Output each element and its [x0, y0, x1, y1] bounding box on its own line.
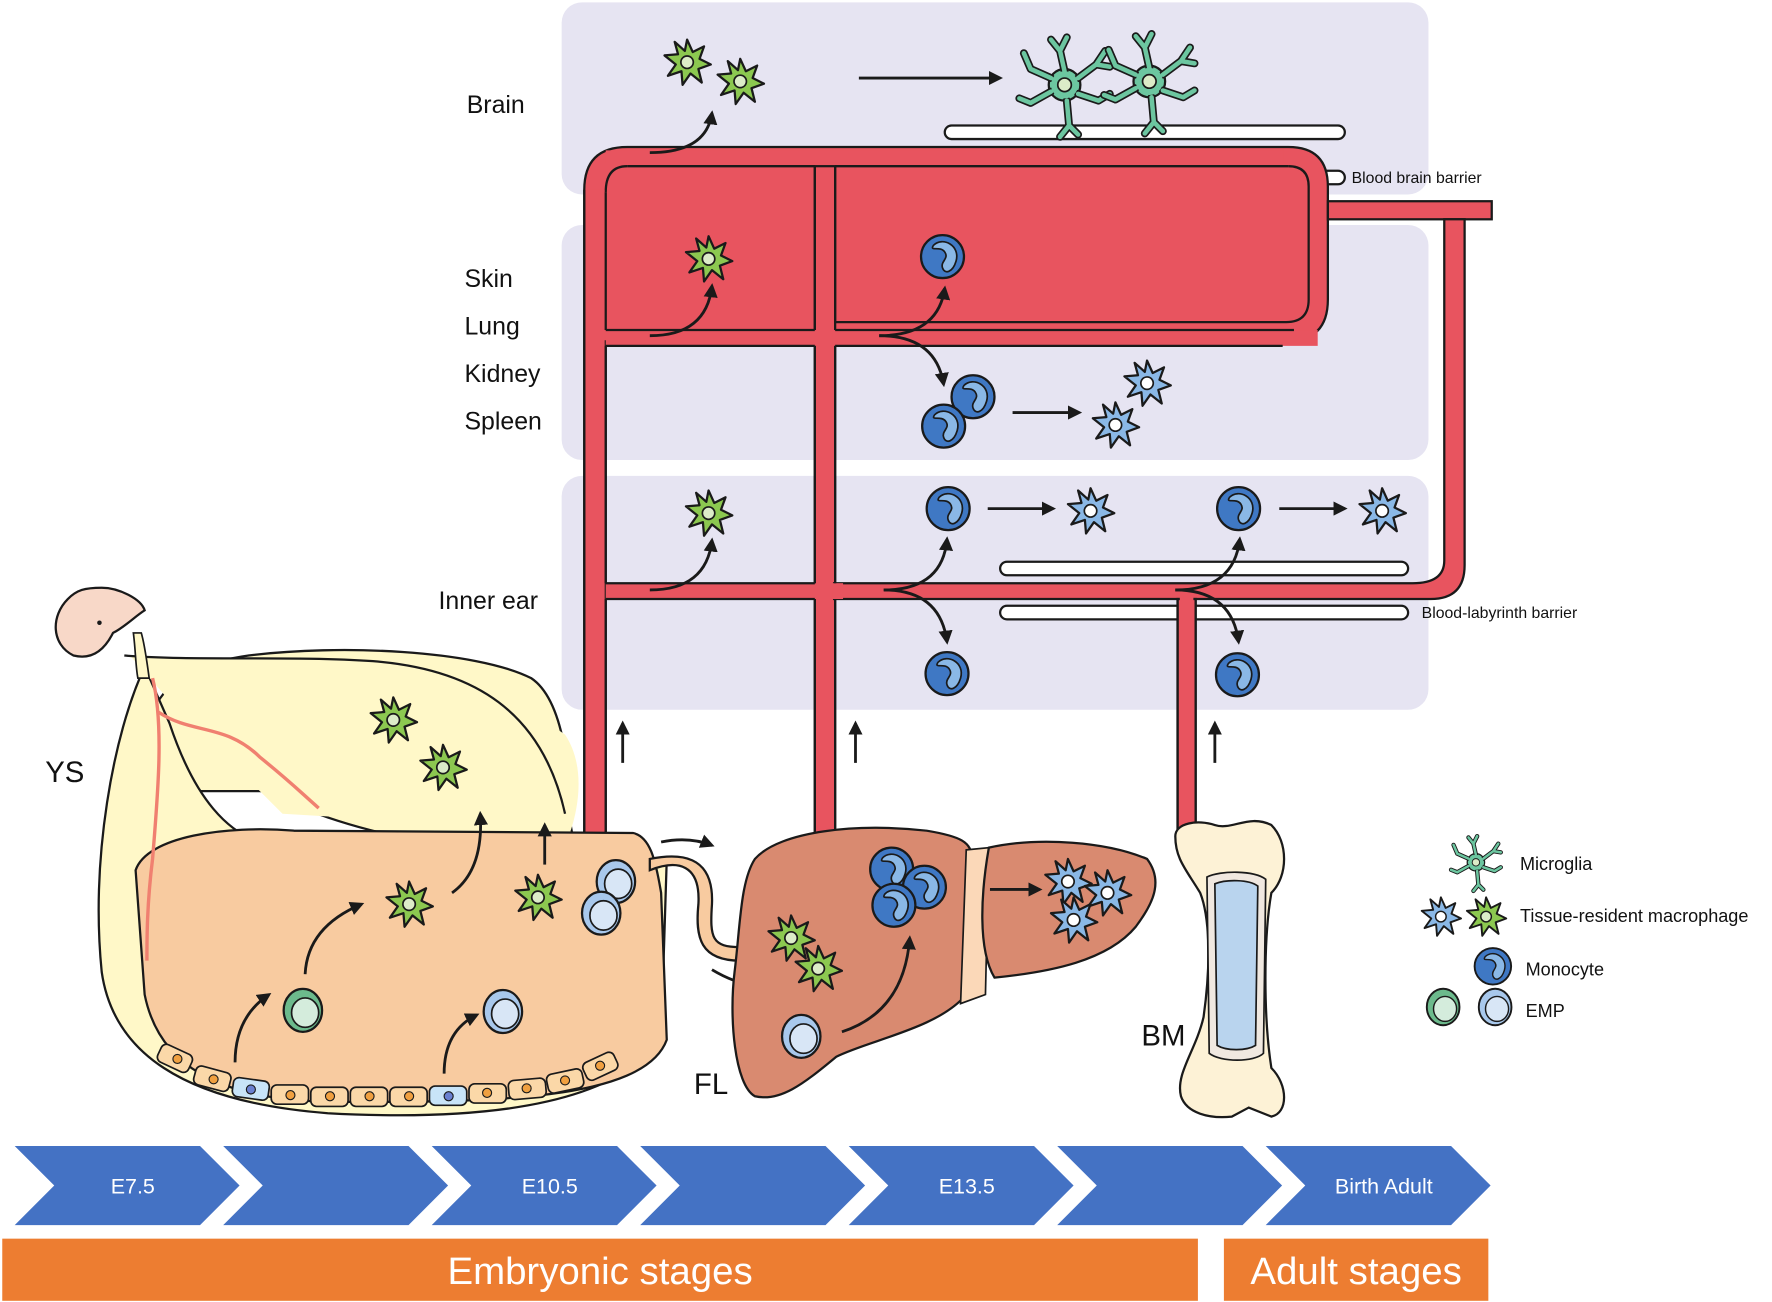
- legend-macrophage-green-icon: [1465, 896, 1508, 937]
- embryonic-stages-label: Embryonic stages: [447, 1250, 752, 1293]
- embryo-icon: [54, 586, 151, 679]
- ys-emp-blue: [482, 988, 524, 1035]
- fetal-liver-label: FL: [694, 1068, 728, 1101]
- vessel-bone-marrow-exit: [1326, 200, 1493, 221]
- bone-marrow: [1174, 819, 1286, 1119]
- legend-item-monocyte: Monocyte: [1473, 947, 1604, 986]
- monocyte-egress-down-arrow: [879, 334, 949, 388]
- blood-labyrinth-barrier-label: Blood-labyrinth barrier: [1422, 605, 1578, 622]
- timeline: E7.5 E10.5 E13.5 Birth Adult: [14, 1145, 1491, 1226]
- organ-label-skin: Skin: [464, 265, 512, 293]
- spleen-monocyte-top: [919, 233, 966, 280]
- legend-emp-green-icon: [1425, 987, 1461, 1027]
- skin-macrophage-arrow: [649, 283, 718, 338]
- fl-monocyte-3: [871, 882, 917, 928]
- timeline-chevron: [848, 1145, 1074, 1226]
- organ-label-lung: Lung: [464, 313, 519, 341]
- organ-label-inner-ear: Inner ear: [438, 587, 538, 615]
- timeline-chevron: [14, 1145, 240, 1226]
- fetal-liver: [731, 826, 1157, 1099]
- embryonic-stages-bar: [2, 1238, 1198, 1301]
- ys-emp-green: [282, 987, 324, 1033]
- legend-monocyte-icon: [1473, 947, 1513, 986]
- legend-microglia-icon: [1451, 836, 1501, 891]
- ys-emp-blue-3: [580, 890, 622, 936]
- endothelial-cell-lining: [156, 1043, 619, 1108]
- legend-emp-blue-icon: [1477, 987, 1513, 1027]
- organ-label-kidney: Kidney: [464, 360, 541, 388]
- adult-stages-bar: [1223, 1238, 1489, 1301]
- bm-monocyte-down-arrow: [1175, 588, 1245, 645]
- legend-item-tissue-resident-macrophage: Tissue-resident macrophage: [1420, 896, 1748, 937]
- legend-monocyte-label: Monocyte: [1526, 959, 1604, 979]
- brain-infiltration-arrow: [649, 110, 718, 155]
- ys-to-fl-arrow-1: [660, 834, 715, 848]
- timeline-chevron: [640, 1145, 866, 1226]
- timeline-chevron-label: E13.5: [939, 1174, 995, 1198]
- ys-emp-arrow-1: [233, 992, 272, 1063]
- blood-brain-barrier-label: Blood brain barrier: [1352, 170, 1482, 187]
- timeline-chevron: [1057, 1145, 1283, 1226]
- timeline-chevron: [431, 1145, 657, 1226]
- inner-ear-bm-monocyte-2: [1214, 652, 1261, 698]
- fl-emp-to-monocyte-arrow: [841, 935, 916, 1034]
- vessel-branch-skin-lung: [605, 330, 1318, 346]
- inner-ear-monocyte-2: [924, 651, 970, 697]
- blood-labyrinth-barrier-lower: [999, 604, 1410, 621]
- vessel-network: [583, 145, 1493, 838]
- yolk-sac-label: YS: [45, 756, 84, 789]
- spleen-monocyte-3: [921, 403, 967, 449]
- fl-emp: [780, 1013, 822, 1059]
- inner-ear-monocyte-down-arrow: [883, 588, 953, 645]
- legend-item-microglia: Microglia: [1451, 836, 1593, 891]
- inner-ear-bm-monocyte-1: [1215, 486, 1262, 532]
- yolk-sac: [54, 586, 758, 1117]
- ys-emp-arrow-2: [442, 1013, 480, 1074]
- ys-diff-arrow: [303, 901, 365, 975]
- timeline-chevron: [223, 1145, 449, 1226]
- legend-macrophage-label: Tissue-resident macrophage: [1520, 906, 1748, 926]
- legend-emp-label: EMP: [1526, 1001, 1565, 1021]
- legend-item-emp: EMP: [1425, 987, 1565, 1027]
- timeline-chevron-label: E10.5: [522, 1174, 578, 1198]
- timeline-chevron-label: Birth Adult: [1335, 1174, 1433, 1198]
- adult-stages-label: Adult stages: [1250, 1250, 1461, 1293]
- ys-macrophage-up-arrow: [451, 810, 489, 894]
- inner-ear-macrophage-arrow: [649, 537, 718, 592]
- legend: Microglia Tissue-resident macrophage Mon…: [1420, 836, 1748, 1027]
- timeline-chevron: [1265, 1145, 1491, 1226]
- legend-macrophage-blue-icon: [1420, 896, 1463, 937]
- organ-label-brain: Brain: [467, 91, 525, 119]
- timeline-chevron-label: E7.5: [111, 1174, 155, 1198]
- organ-label-spleen: Spleen: [464, 408, 541, 436]
- inner-ear-monocyte-1: [925, 486, 971, 532]
- legend-microglia-label: Microglia: [1520, 854, 1593, 874]
- bone-marrow-label: BM: [1141, 1019, 1185, 1052]
- blood-labyrinth-barrier-upper: [999, 560, 1410, 577]
